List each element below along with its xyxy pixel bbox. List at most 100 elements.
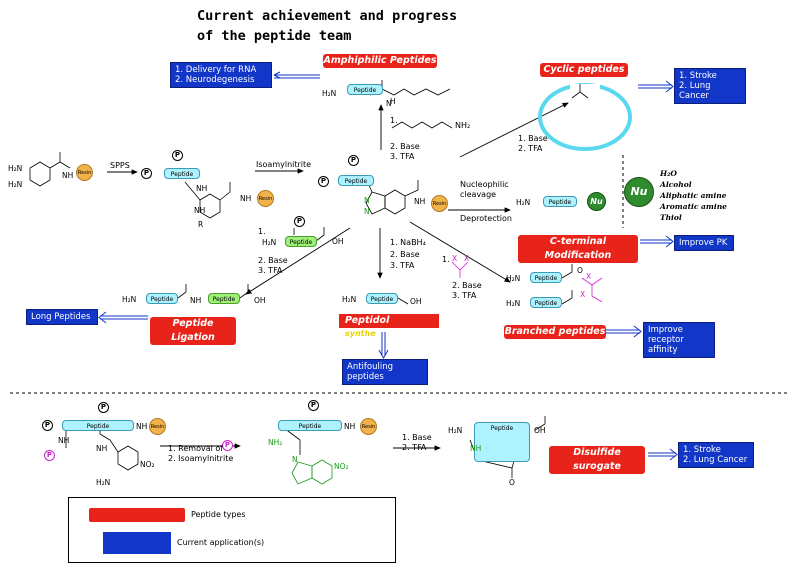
- peptide-benzotriazole: Peptide: [338, 175, 374, 186]
- label-br-step1: 1.: [442, 255, 450, 264]
- atom-label-x: X: [464, 254, 470, 263]
- atom-label: NO₂: [140, 460, 155, 469]
- atom-label: H₂N: [8, 180, 23, 189]
- type-amphiphilic: Amphiphilic Peptides: [323, 54, 437, 68]
- cyclic-gap: [570, 84, 600, 98]
- atom-label: R: [198, 220, 204, 229]
- title-line-1: Current achievement and progress: [197, 8, 458, 24]
- app-cterm: Improve PK: [674, 235, 734, 251]
- label-bot-step1: 1. Removal of: [168, 444, 224, 453]
- type-branched: Branched peptides: [504, 325, 606, 339]
- atom-label: NH: [194, 206, 206, 215]
- p-group-circle: P: [42, 420, 53, 431]
- atom-label: H₂N: [122, 295, 137, 304]
- p-group-circle: P: [318, 176, 329, 187]
- atom-label: H₂N: [96, 478, 111, 487]
- atom-label: H₂N: [506, 274, 521, 283]
- peptide-reagent-acid: Peptide: [285, 236, 317, 247]
- app-amphiphilic: 1. Delivery for RNA 2. Neurodegenesis: [170, 62, 272, 88]
- label-lig-step1: 1.: [258, 227, 266, 236]
- resin-bead: Resin: [257, 190, 274, 207]
- atom-label-triazole: N: [364, 196, 370, 205]
- app-amphiphilic-2: 2. Neurodegenesis: [175, 75, 255, 85]
- p-group-circle: P: [141, 168, 152, 179]
- label-br-step3: 3. TFA: [452, 291, 477, 300]
- label-bot2-step2: 2. TFA: [402, 443, 427, 452]
- label-cleavage: cleavage: [460, 190, 497, 199]
- label-bot2-step1: 1. Base: [402, 433, 432, 442]
- label-nucleophilic: Nucleophilic: [460, 180, 509, 189]
- peptide-ligation-right: Peptide: [208, 293, 240, 304]
- app-branched-2: receptor affinity: [648, 335, 684, 355]
- app-disulfide: 1. Stroke 2. Lung Cancer: [678, 442, 754, 468]
- atom-label: NH: [414, 197, 426, 206]
- p-group-circle-magenta: P: [44, 450, 55, 461]
- type-peptidol-sub: synthe: [345, 329, 376, 338]
- nucleophile-4: Aromatic amine: [660, 202, 727, 211]
- atom-label-x: X: [586, 272, 592, 281]
- type-peptidol: Peptidol: [339, 314, 439, 328]
- atom-label: NH: [196, 184, 208, 193]
- peptide-bottom-left: Peptide: [62, 420, 134, 431]
- label-isoamylnitrite: Isoamylnitrite: [256, 160, 312, 169]
- p-group-circle: P: [172, 150, 183, 161]
- type-ligation: Peptide Ligation: [150, 317, 236, 345]
- atom-label: H: [390, 97, 396, 106]
- label-amph-step2: 2. Base: [390, 142, 420, 151]
- peptide-peptidol: Peptide: [366, 293, 398, 304]
- app-amphiphilic-1: 1. Delivery for RNA: [175, 65, 257, 75]
- app-peptidol: Antifouling peptides: [342, 359, 428, 385]
- type-cterm: C-terminal Modification: [518, 235, 638, 263]
- label-bot-step2: 2. Isoamylnitrite: [168, 454, 234, 463]
- peptide-bottom-cyclic: Peptide: [474, 422, 530, 462]
- peptide-intermediate: Peptide: [164, 168, 200, 179]
- application-arrows: [98, 71, 678, 461]
- nucleophile-2: Alcohol: [660, 180, 692, 189]
- app-ligation: Long Peptides: [26, 309, 98, 325]
- label-red-step1: 1. NaBH₄: [390, 238, 426, 247]
- app-branched-1: Improve: [648, 325, 683, 335]
- label-cyc-step2: 2. TFA: [518, 144, 543, 153]
- label-red-step2: 2. Base: [390, 250, 420, 259]
- title-line-2: of the peptide team: [197, 28, 352, 44]
- atom-label-green: NH₂: [268, 438, 283, 447]
- p-group-circle: P: [348, 155, 359, 166]
- diagram-title: Current achievement and progress of the …: [197, 6, 457, 46]
- label-br-step2: 2. Base: [452, 281, 482, 290]
- p-group-circle: P: [308, 400, 319, 411]
- nucleophile-3: Aliphatic amine: [660, 191, 727, 200]
- peptide-branched-1: Peptide: [530, 272, 562, 283]
- app-branched: Improve receptor affinity: [643, 322, 715, 358]
- peptide-ligation-left: Peptide: [146, 293, 178, 304]
- atom-label-triazole: N: [364, 207, 370, 216]
- nucleophile-list: H₂O Alcohol Aliphatic amine Aromatic ami…: [660, 168, 727, 223]
- nu-ball-small: Nu: [587, 192, 606, 211]
- atom-label: NH: [58, 436, 70, 445]
- nucleophile-5: Thiol: [660, 213, 682, 222]
- nu-ball: Nu: [624, 177, 654, 207]
- resin-bead: Resin: [431, 195, 448, 212]
- reaction-arrows: [107, 102, 569, 451]
- label-lig-step3: 3. TFA: [258, 266, 283, 275]
- type-cyclic: Cyclic peptides: [540, 63, 628, 77]
- atom-label-green: N: [292, 455, 298, 464]
- legend-box: Peptide types Current application(s): [68, 497, 396, 563]
- atom-label: OH: [410, 297, 422, 306]
- app-disulfide-1: 1. Stroke: [683, 445, 721, 455]
- label-red-step3: 3. TFA: [390, 261, 415, 270]
- label-amph-step3: 3. TFA: [390, 152, 415, 161]
- legend-apps-label: Current application(s): [177, 538, 265, 547]
- atom-label: H₂N: [506, 299, 521, 308]
- atom-label: H₂N: [516, 198, 531, 207]
- legend-swatch-red: [89, 508, 185, 522]
- atom-label: NH: [344, 422, 356, 431]
- peptide-bottom-middle: Peptide: [278, 420, 342, 431]
- app-disulfide-2: 2. Lung Cancer: [683, 455, 748, 465]
- atom-label: NH: [190, 296, 202, 305]
- label-cyc-step1: 1. Base: [518, 134, 548, 143]
- p-group-circle: P: [98, 402, 109, 413]
- peptide-branched-2: Peptide: [530, 297, 562, 308]
- resin-bead: Resin: [149, 418, 166, 435]
- p-group-circle: P: [294, 216, 305, 227]
